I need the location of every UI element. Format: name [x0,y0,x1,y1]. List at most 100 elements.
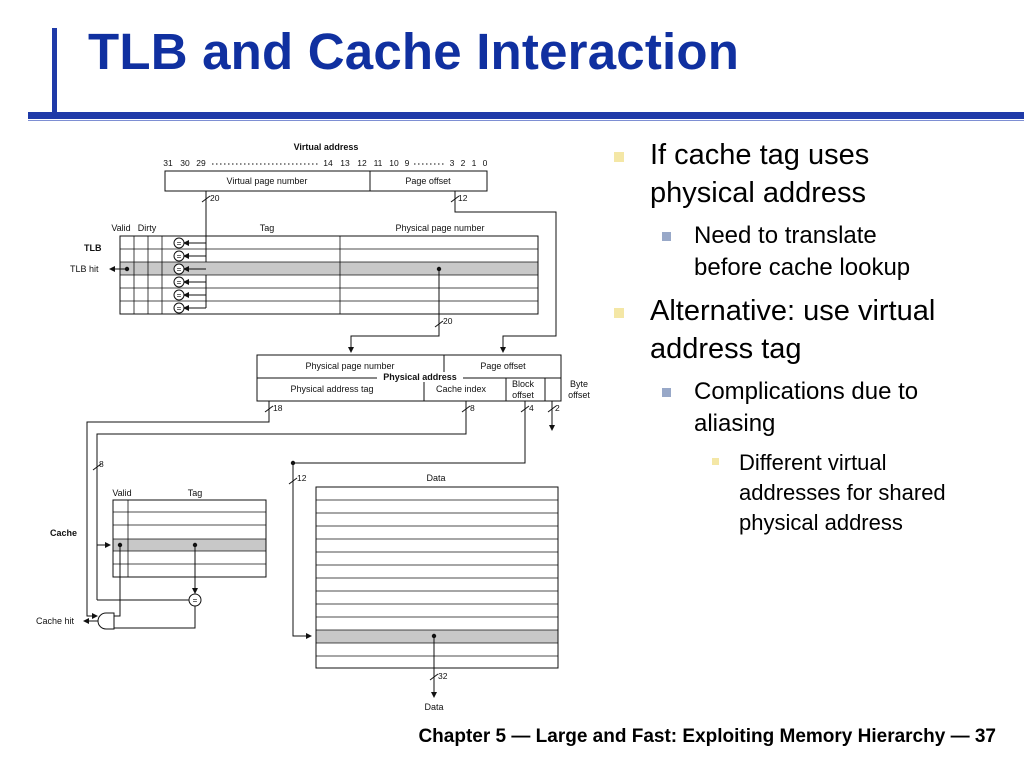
tlb-col-tag: Tag [260,223,275,233]
va-bit-10: 10 [389,158,399,168]
cache-hit-row [113,539,266,551]
subbullet-text: before cache lookup [694,254,911,281]
index-branch-width: 8 [99,459,104,469]
va-page-offset-label: Page offset [405,176,451,186]
va-bit-11: 11 [374,158,383,168]
virtual-page-number-label: Virtual page number [227,176,308,186]
bullet-virtual-tag: Alternative: use virtual address tag [612,292,1012,368]
pa-tag-label: Physical address tag [290,384,373,394]
subbullet-translate: Need to translate before cache lookup [612,220,1012,284]
title-accent-bar [52,28,57,118]
slide-footer: Chapter 5 — Large and Fast: Exploiting M… [418,726,996,747]
va-bit-9: 9 [405,158,410,168]
va-bit-31: 31 [163,158,173,168]
cache-col-valid: Valid [112,488,131,498]
ppn-wire [348,269,440,353]
data-width-tick [429,673,439,681]
subsubbullet-text: physical address [739,510,903,535]
va-bit-30: 30 [180,158,190,168]
data-index-width: 12 [297,473,307,483]
pa-ppn-label: Physical page number [305,361,394,371]
data-array [315,486,559,669]
tlb-col-valid: Valid [111,223,130,233]
data-out-label: Data [424,702,443,712]
vpn-width-tick [201,195,211,203]
subsubbullet-marker [712,458,719,465]
data-hit-row [316,630,558,643]
cache-label: Cache [50,528,77,538]
tlb-compare-3: = [177,265,182,274]
data-array-rows [316,499,558,657]
valid-to-and-wire [114,545,121,617]
and-gate [97,612,115,630]
data-width: 32 [438,671,448,681]
tlb-col-dirty: Dirty [138,223,157,233]
pa-tag-wire [86,401,270,619]
title-underline-bar [28,112,1024,119]
cache-col-tag: Tag [188,488,203,498]
cache-tag-rows [113,500,266,577]
subbullet-text: Need to translate [694,222,877,249]
tlb-compare-1: = [177,239,182,248]
bullet-marker [614,152,624,162]
tlb-cache-diagram: Virtual address 31 30 29 14 13 12 11 10 … [36,142,590,712]
byte-width: 2 [555,403,560,413]
index-width-tick [461,405,471,413]
va-bit-12: 12 [357,158,367,168]
block-offset-wire [292,401,526,639]
subsubbullet-text: addresses for shared [739,480,946,505]
subsubbullet-text: Different virtual [739,450,887,475]
pa-page-offset-label: Page offset [480,361,526,371]
tlb-compare-2: = [177,252,182,261]
bullet-text: Alternative: use virtual [650,295,936,327]
virtual-address-box [164,170,488,192]
slide-title: TLB and Cache Interaction [88,23,740,80]
cache-tag-array [112,499,267,578]
tlb-hit-row [120,262,538,275]
bullet-text: address tag [650,333,802,365]
tlb-compare-4: = [177,278,182,287]
cache-compare-symbol: = [193,596,198,605]
subsubbullet-shared: Different virtual addresses for shared p… [612,448,1012,538]
title-underline-thin [28,120,1024,121]
va-bit-29: 29 [196,158,206,168]
block-width-tick [520,405,530,413]
tlb-compare-5: = [177,291,182,300]
va-bit-2: 2 [461,158,466,168]
tlb-col-ppn: Physical page number [395,223,484,233]
index-branch-tick [92,463,102,471]
va-bit-14: 14 [323,158,333,168]
va-bit-3: 3 [450,158,455,168]
block-offset-label-1: Block [512,379,535,389]
physical-address-label: Physical address [383,372,457,382]
cache-index-wire [96,401,467,548]
index-join-dot [290,460,296,466]
tag-width: 18 [273,403,283,413]
pa-label-bg [377,372,463,382]
ppn-width-tick [434,320,444,328]
va-bit-0: 0 [483,158,488,168]
compare-to-and-wire [114,606,196,629]
byte-width-tick [547,405,557,413]
vpn-width: 20 [210,193,220,203]
byte-offset-label-2: offset [568,390,590,400]
subbullet-marker [662,388,671,397]
data-array-label: Data [426,473,445,483]
cache-index-label: Cache index [436,384,487,394]
subbullet-aliasing: Complications due to aliasing [612,376,1012,440]
block-width: 4 [529,403,534,413]
ppn-width: 20 [443,316,453,326]
tlb-hit-label: TLB hit [70,264,99,274]
offset-width-tick [450,195,460,203]
bullet-text: physical address [650,177,866,209]
virtual-address-label: Virtual address [294,142,359,152]
bullet-physical-tag: If cache tag uses physical address [612,136,1012,212]
subbullet-text: Complications due to [694,378,919,405]
offset-width: 12 [458,193,468,203]
offset-wire [454,191,557,353]
bullet-list: If cache tag uses physical address Need … [612,136,1012,538]
va-bit-1: 1 [472,158,477,168]
bullet-marker [614,308,624,318]
tlb-comparators: = = = = = = [173,237,206,314]
cache-hit-label: Cache hit [36,616,75,626]
